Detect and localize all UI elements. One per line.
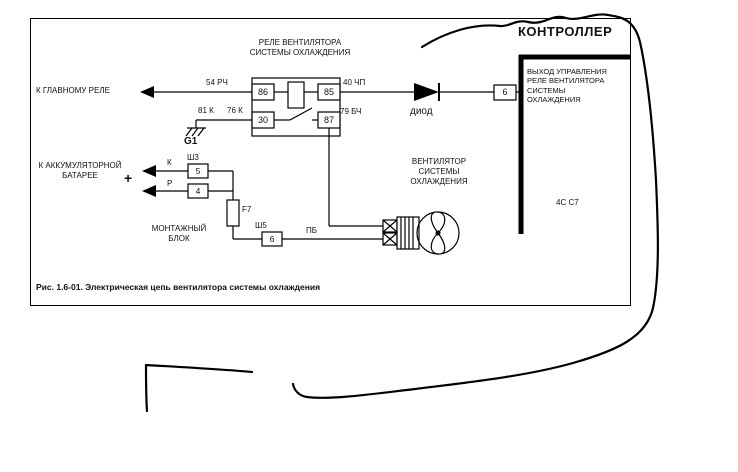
controller-pin-6: 6 xyxy=(502,87,508,97)
relay-pin-30: 30 xyxy=(257,115,268,125)
wire-label-76: 76 К xyxy=(227,106,243,115)
connector-sh3-label: Ш3 xyxy=(187,153,199,162)
wire-relay-to-controller xyxy=(340,83,522,101)
controller-title: КОНТРОЛЛЕР xyxy=(518,24,613,39)
arrow-left-icon xyxy=(140,86,154,98)
battery-plus-label: + xyxy=(124,170,133,186)
controller-output-label: ВЫХОД УПРАВЛЕНИЯ РЕЛЕ ВЕНТИЛЯТОРА СИСТЕМ… xyxy=(527,67,607,105)
controller-code: 4С С7 xyxy=(556,198,579,207)
arrow-left-icon xyxy=(142,165,156,177)
controller-outline xyxy=(518,54,630,234)
figure-caption: Рис. 1.6-01. Электрическая цепь вентилят… xyxy=(36,282,321,292)
battery-branch xyxy=(142,163,209,199)
wire-to-ground xyxy=(185,119,252,137)
relay-pin-85: 85 xyxy=(323,87,334,97)
wire-label-40: 40 ЧП xyxy=(343,78,366,87)
diagram-frame xyxy=(30,18,631,306)
relay-box xyxy=(251,77,341,137)
wire-label-79: 79 БЧ xyxy=(340,107,362,116)
pen-annotation xyxy=(144,13,659,413)
fuse-label: F7 xyxy=(242,205,252,214)
diode-icon xyxy=(414,83,439,101)
fan-title: ВЕНТИЛЯТОР СИСТЕМЫ ОХЛАЖДЕНИЯ xyxy=(410,157,468,186)
wire-relay-to-fan xyxy=(328,128,383,227)
wire-label-pb: ПБ xyxy=(306,226,317,235)
ground-label: G1 xyxy=(184,136,198,147)
block-pin-5: 5 xyxy=(195,166,201,176)
wire-label-81: 81 К xyxy=(198,106,214,115)
wire-label-54: 54 РЧ xyxy=(206,78,228,87)
block-pin-6: 6 xyxy=(269,234,275,244)
wire-label-r: Р xyxy=(167,179,173,188)
diode-label: диод xyxy=(410,106,433,117)
to-main-relay-label: К ГЛАВНОМУ РЕЛЕ xyxy=(36,86,110,95)
mounting-block-title: МОНТАЖНЫЙ БЛОК xyxy=(151,224,207,243)
motor-connector-icon xyxy=(382,219,398,246)
relay-title: РЕЛЕ ВЕНТИЛЯТОРА СИСТЕМЫ ОХЛАЖДЕНИЯ xyxy=(249,38,351,57)
arrow-left-icon xyxy=(142,185,156,197)
ground-icon xyxy=(185,127,206,137)
relay-pin-86: 86 xyxy=(257,87,268,97)
wire-to-main-relay xyxy=(140,86,252,98)
connector-sh5-label: Ш5 xyxy=(255,221,267,230)
relay-coil-icon xyxy=(287,81,305,109)
block-pin-4: 4 xyxy=(195,186,201,196)
fuse-icon xyxy=(226,199,240,227)
fan-motor-icon xyxy=(382,211,460,255)
relay-contact-icon xyxy=(289,107,313,121)
mounting-block-wiring xyxy=(208,170,283,247)
to-battery-label: К АККУМУЛЯТОРНОЙ БАТАРЕЕ xyxy=(38,161,122,180)
relay-pin-87: 87 xyxy=(323,115,334,125)
motor-body-icon xyxy=(396,216,420,250)
wire-label-k: К xyxy=(167,158,172,167)
